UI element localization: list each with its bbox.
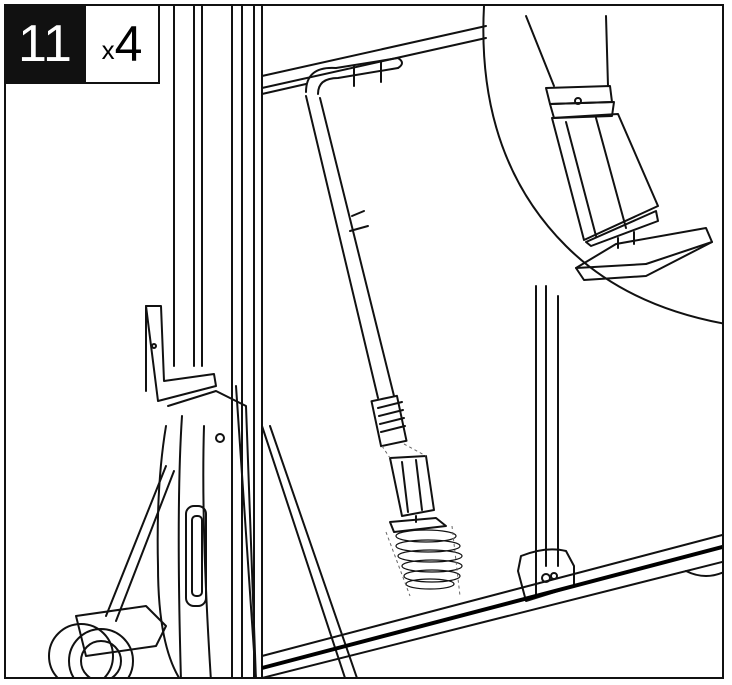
right-post — [535, 285, 559, 567]
quantity-prefix: x — [101, 34, 115, 65]
post-bracket — [517, 548, 575, 602]
leveling-foot-part — [389, 455, 447, 533]
l-bracket — [145, 305, 217, 402]
quantity-value: 4 — [114, 16, 143, 72]
spring-part — [395, 529, 463, 590]
curved-arm — [305, 57, 408, 448]
top-rail — [261, 25, 487, 95]
guide-lines — [381, 443, 461, 597]
step-number: 11 — [4, 4, 86, 84]
quantity-label: x 4 — [86, 4, 160, 84]
instruction-panel — [4, 4, 724, 679]
leveling-foot-detail-inset — [482, 6, 722, 325]
assembly-illustration — [48, 6, 722, 677]
diagonal-strut — [261, 210, 369, 677]
wheel-assembly — [48, 385, 257, 677]
step-badge: 11 x 4 — [4, 4, 160, 84]
